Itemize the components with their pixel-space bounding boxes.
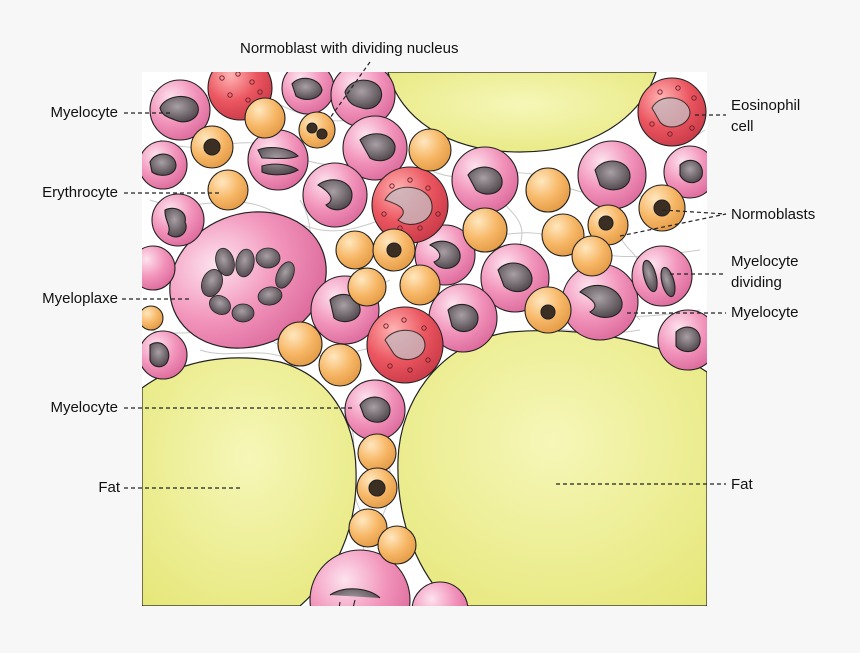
line-normoblast-dividing [329,61,371,119]
label-myelocyte-dividing-line1: Myelocyte [731,253,799,270]
label-lines [122,61,727,489]
label-myelocyte-3: Myelocyte [731,304,799,321]
label-fat-left: Fat [98,479,120,496]
label-erythrocyte: Erythrocyte [42,184,118,201]
label-normoblast-dividing: Normoblast with dividing nucleus [240,40,459,57]
line-normoblasts-a [661,209,727,215]
label-myelocyte-1: Myelocyte [50,104,118,121]
fat-cell-right [397,330,707,606]
label-myeloplaxe: Myeloplaxe [42,290,118,307]
fat-cell-top [387,72,657,153]
label-myelocyte-dividing-line2: dividing [731,274,782,291]
label-normoblasts: Normoblasts [731,206,816,223]
myelocyte-dividing-cell [631,245,693,307]
eosinophil-granules [219,72,697,373]
label-eosinophil-line1: Eosinophil [731,97,801,114]
label-fat-right: Fat [731,476,753,493]
label-eosinophil-line2: cell [731,118,754,135]
label-myelocyte-2: Myelocyte [50,399,118,416]
normoblast-cells [142,97,686,565]
myeloplaxe-cell [169,211,327,349]
